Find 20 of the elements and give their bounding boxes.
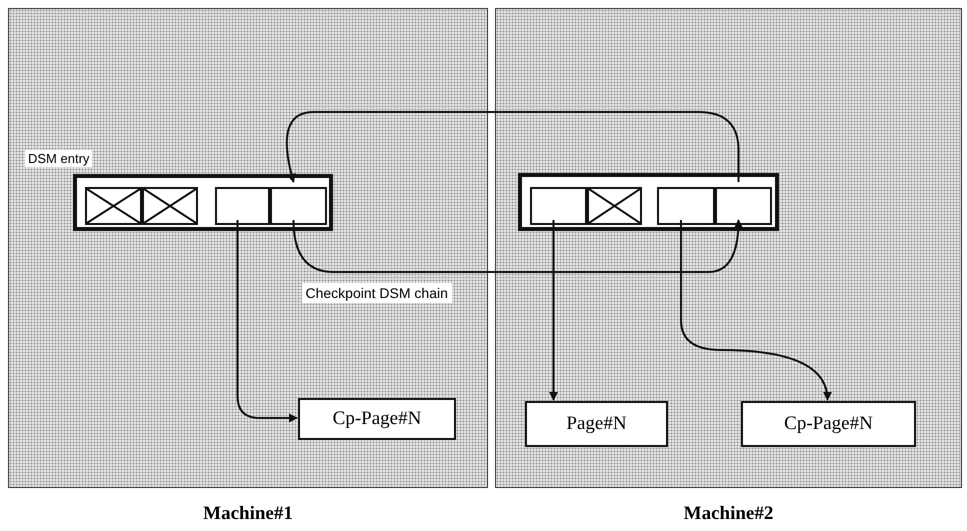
arrow: [236, 220, 298, 422]
machine-label: Machine#1: [202, 503, 294, 525]
edge-label: Checkpoint DSM chain: [302, 283, 452, 303]
arrow: [549, 220, 558, 401]
crossed-slot: [85, 187, 142, 225]
arrow: [680, 220, 832, 401]
page-box: Page#N: [525, 401, 668, 447]
pointer-slot: [270, 187, 327, 225]
dsm-entry-box: [518, 173, 779, 231]
page-box: Cp-Page#N: [741, 401, 916, 447]
arrow: [286, 111, 740, 183]
pointer-slot: [657, 187, 715, 225]
pointer-slot: [715, 187, 772, 225]
crossed-slot: [142, 187, 198, 225]
machine-label: Machine#2: [682, 503, 774, 525]
pointer-slot: [215, 187, 270, 225]
page-box: Cp-Page#N: [298, 398, 456, 440]
pointer-slot: [530, 187, 587, 225]
entry-label: DSM entry: [25, 150, 92, 167]
crossed-slot: [587, 187, 642, 225]
